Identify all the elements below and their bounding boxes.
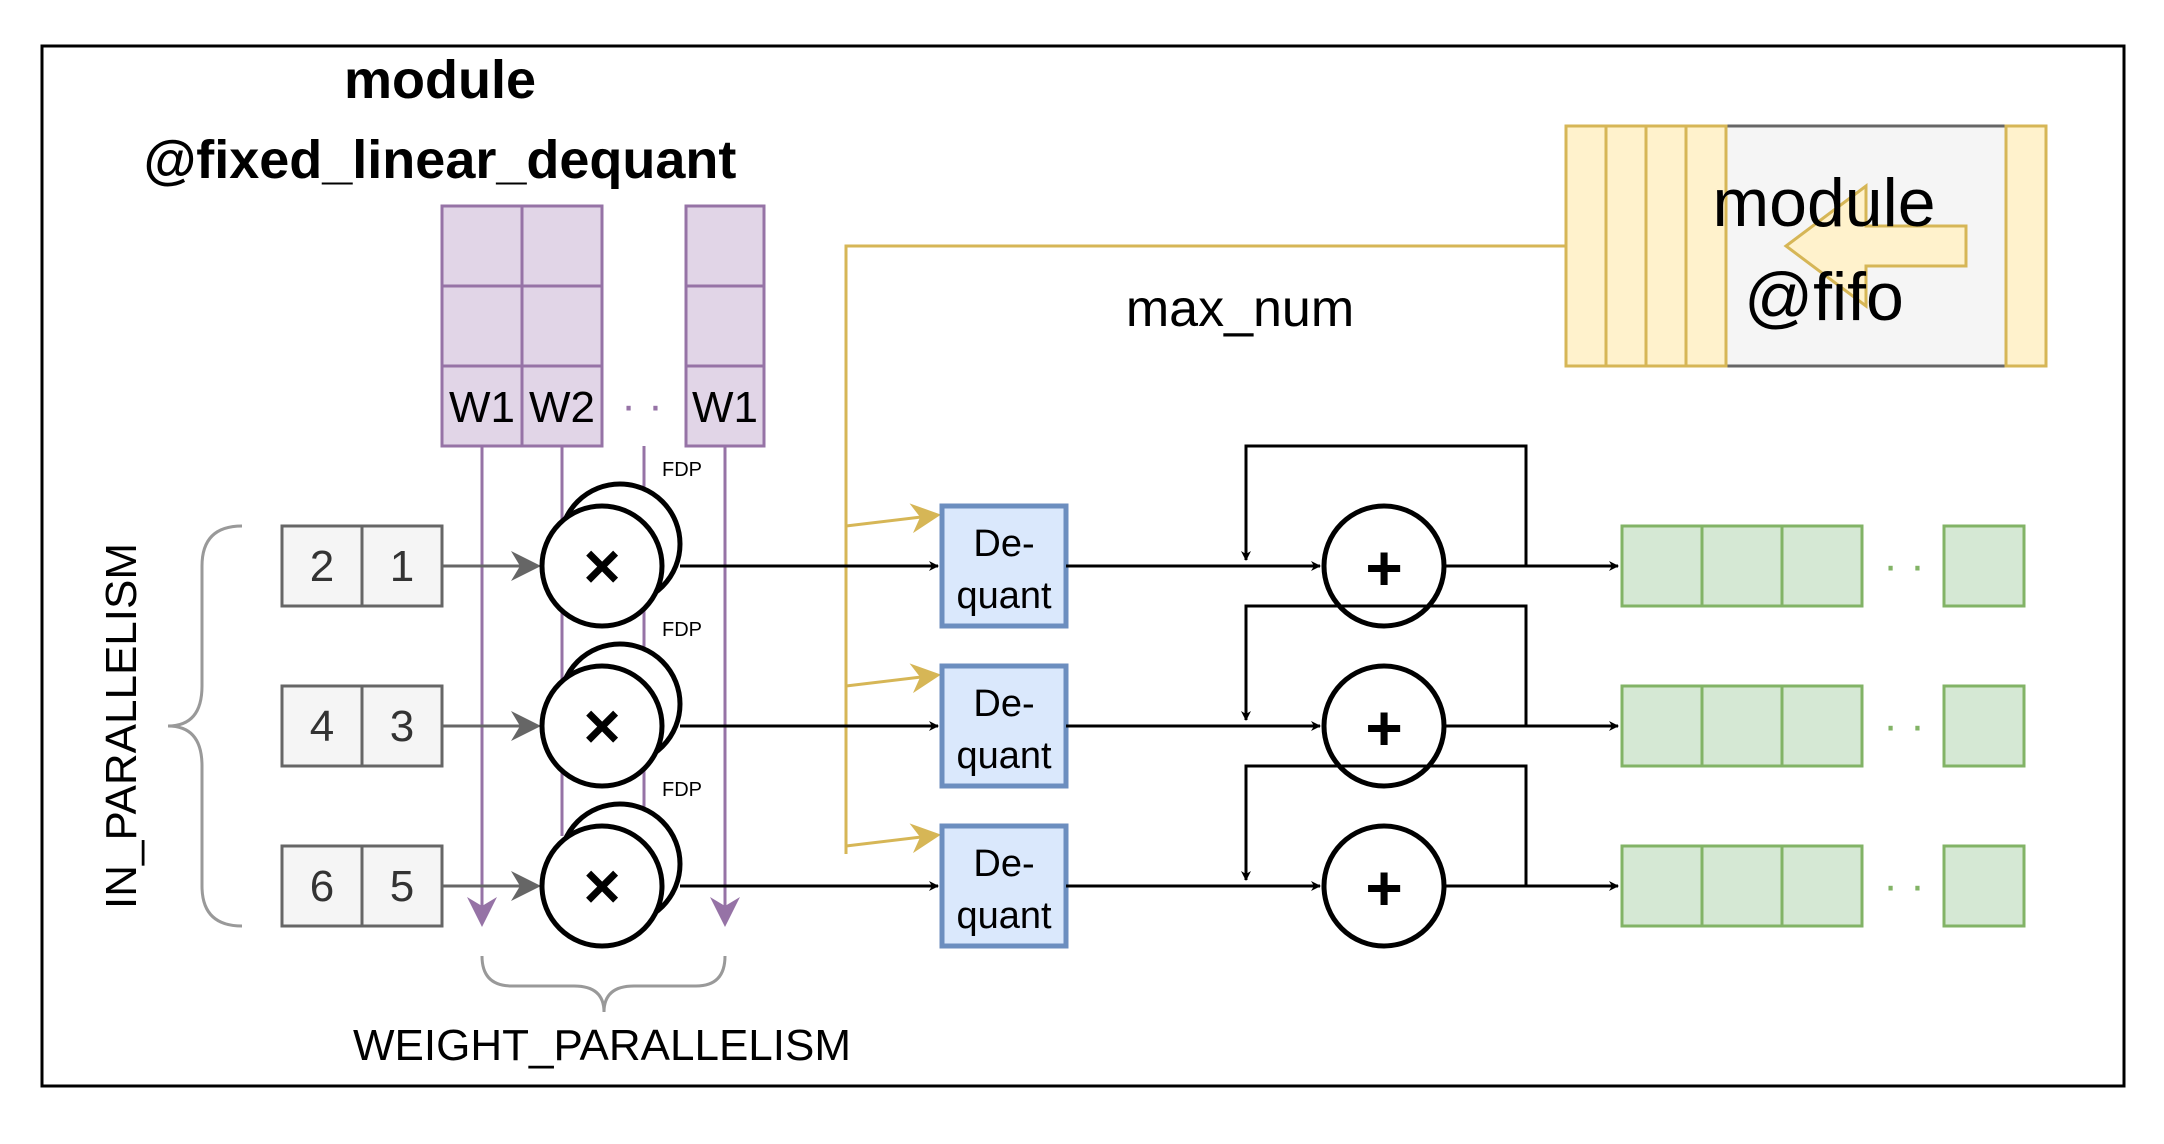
feedback-loop	[1241, 604, 1528, 726]
dequant-label-line2: quant	[956, 895, 1052, 937]
fifo-slot	[1684, 124, 1728, 368]
add-icon: +	[1365, 692, 1402, 764]
weight-ellipsis: · ·	[621, 381, 663, 430]
multiplier-2: × FDP	[539, 619, 702, 789]
weight-buffer-3: W1	[684, 204, 766, 448]
outer-frame	[40, 44, 2126, 1088]
output-ellipsis: · ·	[1883, 541, 1925, 590]
weight-parallelism-brace	[480, 955, 727, 1013]
input-row-2: 4 3	[280, 684, 444, 768]
multiplier-1: × FDP	[539, 459, 702, 629]
multiplier-3: × FDP	[539, 779, 702, 949]
adder-3: +	[1321, 823, 1447, 949]
max-num-branch-2	[845, 663, 941, 694]
dequant-block-3: De- quant	[939, 823, 1069, 949]
weight-label: W2	[529, 383, 595, 432]
fifo-module: module @fifo	[1564, 124, 2048, 368]
fdp-label: FDP	[662, 459, 702, 481]
weight-buffer-1: W1	[440, 204, 524, 448]
module-title-line2: @fixed_linear_dequant	[144, 130, 737, 190]
weight-label: W1	[449, 383, 515, 432]
multiply-icon: ×	[583, 690, 620, 762]
fifo-slot	[1644, 124, 1688, 368]
input-value: 5	[390, 862, 414, 911]
add-icon: +	[1365, 532, 1402, 604]
input-value: 1	[390, 542, 414, 591]
dequant-block-2: De- quant	[939, 663, 1069, 789]
output-buffer-2: · ·	[1620, 684, 2026, 768]
weight-label: W1	[692, 383, 758, 432]
fifo-slot	[2004, 124, 2048, 368]
input-value: 3	[390, 702, 414, 751]
in-parallelism-label: IN_PARALLELISM	[97, 543, 146, 909]
fifo-slot	[1604, 124, 1648, 368]
adder-1: +	[1321, 503, 1447, 629]
adder-2: +	[1321, 663, 1447, 789]
module-title-line1: module	[344, 50, 536, 110]
weight-buffer-2: W2	[520, 204, 604, 448]
max-num-branch-1	[845, 503, 941, 534]
fdp-label: FDP	[662, 619, 702, 641]
output-ellipsis: · ·	[1883, 861, 1925, 910]
fifo-label-line1: module	[1712, 165, 1935, 241]
fdp-label: FDP	[662, 779, 702, 801]
multiply-icon: ×	[583, 850, 620, 922]
output-buffer-3: · ·	[1620, 844, 2026, 928]
feedback-loop	[1241, 444, 1528, 566]
fifo-label-line2: @fifo	[1744, 259, 1904, 335]
dequant-label-line2: quant	[956, 735, 1052, 777]
input-value: 6	[310, 862, 334, 911]
max-num-branch-3	[845, 823, 941, 854]
weight-parallelism-label: WEIGHT_PARALLELISM	[353, 1021, 851, 1070]
input-value: 4	[310, 702, 334, 751]
in-parallelism-brace	[167, 524, 243, 928]
multiply-icon: ×	[583, 530, 620, 602]
input-row-3: 6 5	[280, 844, 444, 928]
feedback-loop	[1241, 764, 1528, 886]
dequant-block-1: De- quant	[939, 503, 1069, 629]
dequant-label-line2: quant	[956, 575, 1052, 617]
fifo-slot	[1564, 124, 1608, 368]
add-icon: +	[1365, 852, 1402, 924]
output-buffer-1: · ·	[1620, 524, 2026, 608]
dequant-label-line1: De-	[973, 523, 1034, 565]
input-row-1: 2 1	[280, 524, 444, 608]
fifo-direction-arrow-icon	[1783, 183, 1968, 309]
dequant-label-line1: De-	[973, 843, 1034, 885]
dequant-label-line1: De-	[973, 683, 1034, 725]
output-ellipsis: · ·	[1883, 701, 1925, 750]
input-value: 2	[310, 542, 334, 591]
max-num-label: max_num	[1126, 280, 1354, 338]
max-num-line	[844, 244, 1566, 854]
